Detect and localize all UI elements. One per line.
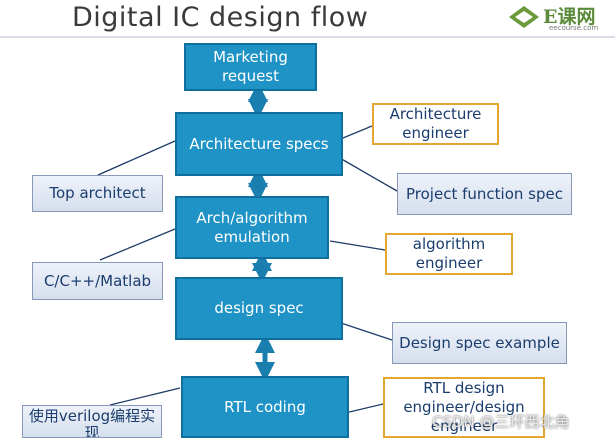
- top-architect-box: Top architect: [32, 175, 163, 212]
- logo: E课网 eecourse.com: [505, 2, 613, 36]
- title-divider: [0, 36, 615, 38]
- rtl-design-engineer-box: RTL design engineer/design engineer: [383, 377, 545, 438]
- architecture-specs-box: Architecture specs: [175, 112, 343, 176]
- marketing-request-box: Marketing request: [184, 43, 317, 91]
- line-cpp: [99, 228, 176, 261]
- arch-algorithm-emulation-box: Arch/algorithm emulation: [175, 196, 329, 259]
- project-function-spec-box: Project function spec: [397, 173, 572, 215]
- algorithm-engineer-box: algorithm engineer: [385, 233, 513, 275]
- line-verilog: [109, 387, 181, 406]
- line-top-architect: [97, 140, 176, 176]
- rtl-coding-box: RTL coding: [181, 376, 349, 438]
- design-spec-box: design spec: [175, 277, 343, 340]
- verilog-implementation-box: 使用verilog编程实现: [22, 405, 162, 438]
- line-algo-engineer: [329, 240, 386, 251]
- page-title: Digital IC design flow: [72, 2, 369, 33]
- architecture-engineer-box: Architecture engineer: [372, 103, 499, 145]
- cpp-matlab-box: C/C++/Matlab: [32, 262, 163, 300]
- design-spec-example-box: Design spec example: [392, 322, 567, 364]
- logo-subtext: eecourse.com: [549, 24, 599, 32]
- logo-icon: [509, 6, 539, 28]
- watermark: CSDN @三环西北角: [432, 413, 570, 431]
- logo-text: E课网: [543, 6, 596, 28]
